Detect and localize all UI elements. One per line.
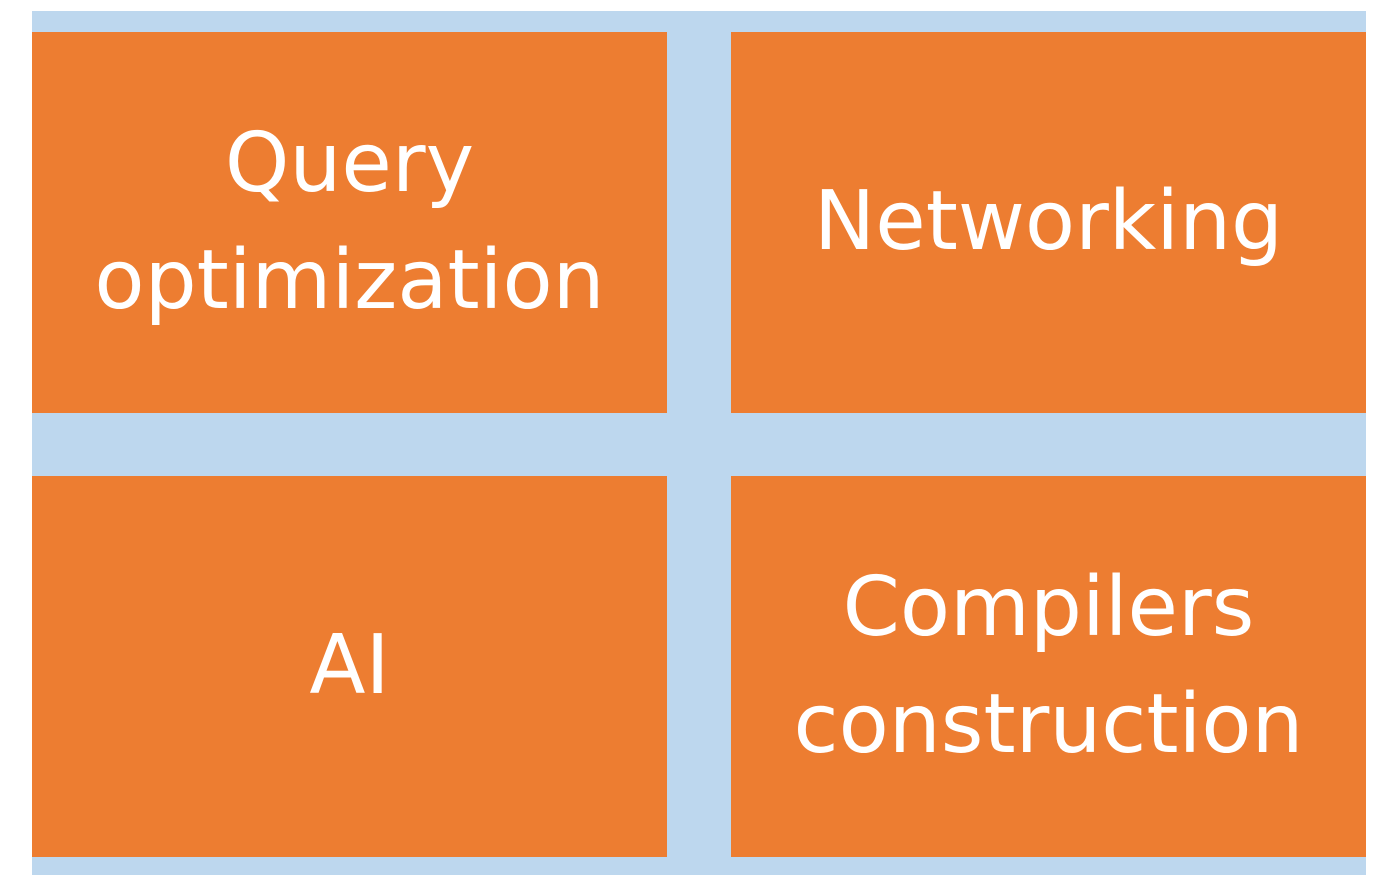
tile-compilers-construction: Compilers construction <box>731 476 1366 857</box>
grid-panel: Query optimization Networking AI Compile… <box>32 11 1366 875</box>
tile-label: Networking <box>813 174 1284 270</box>
tile-networking: Networking <box>731 32 1366 413</box>
tile-label: AI <box>309 618 390 714</box>
tile-label: Compilers construction <box>793 560 1304 772</box>
tile-query-optimization: Query optimization <box>32 32 667 413</box>
tile-label: Query optimization <box>94 116 605 328</box>
tile-ai: AI <box>32 476 667 857</box>
